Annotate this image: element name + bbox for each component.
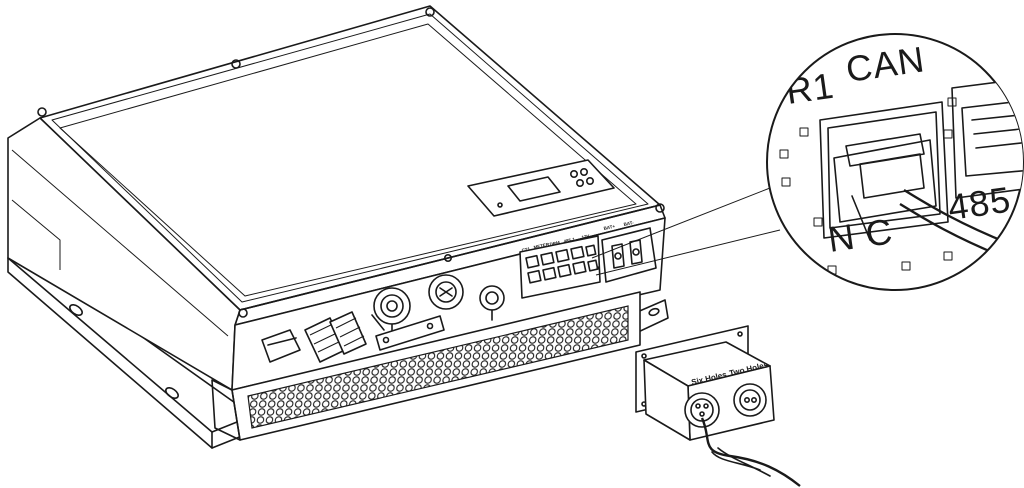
port-label-drm: DRM bbox=[549, 240, 560, 247]
zoom-callout: R1 CAN 485 N C bbox=[766, 33, 1024, 291]
comm-port-panel: CT1 METER DRM 485-1 12V BAT+ BAT- bbox=[519, 220, 657, 299]
button-icon bbox=[579, 168, 588, 177]
front-connectors bbox=[261, 274, 505, 363]
callout-label-ntc: N C bbox=[825, 210, 895, 260]
rj45-plug-icon bbox=[833, 139, 937, 223]
button-icon bbox=[585, 177, 594, 186]
callout-label-485: 485 bbox=[945, 179, 1013, 228]
button-icon bbox=[575, 179, 584, 188]
port-label-ct1: CT1 bbox=[521, 246, 531, 253]
cap-icon bbox=[479, 285, 505, 311]
ac-connector-icon bbox=[373, 287, 411, 325]
port-label-12v: 12V bbox=[581, 233, 590, 240]
callout-leader bbox=[591, 187, 781, 276]
bat-plus-label: BAT+ bbox=[603, 224, 616, 231]
dc-switch-icon bbox=[261, 329, 301, 363]
port-label-meter: METER bbox=[533, 242, 550, 250]
display-panel bbox=[467, 159, 615, 217]
inverter-body bbox=[7, 5, 666, 441]
bat-minus-label: BAT- bbox=[623, 220, 634, 227]
port-label-485: 485-1 bbox=[563, 237, 576, 244]
gland-six-holes-icon bbox=[684, 392, 720, 428]
button-icon bbox=[569, 170, 578, 179]
cable-gland-box: Six Holes Two Holes bbox=[635, 325, 801, 487]
battery-terminal-block: BAT+ BAT- bbox=[601, 220, 657, 283]
callout-label-r1: R1 bbox=[783, 65, 836, 112]
rj45-ports bbox=[525, 244, 599, 284]
